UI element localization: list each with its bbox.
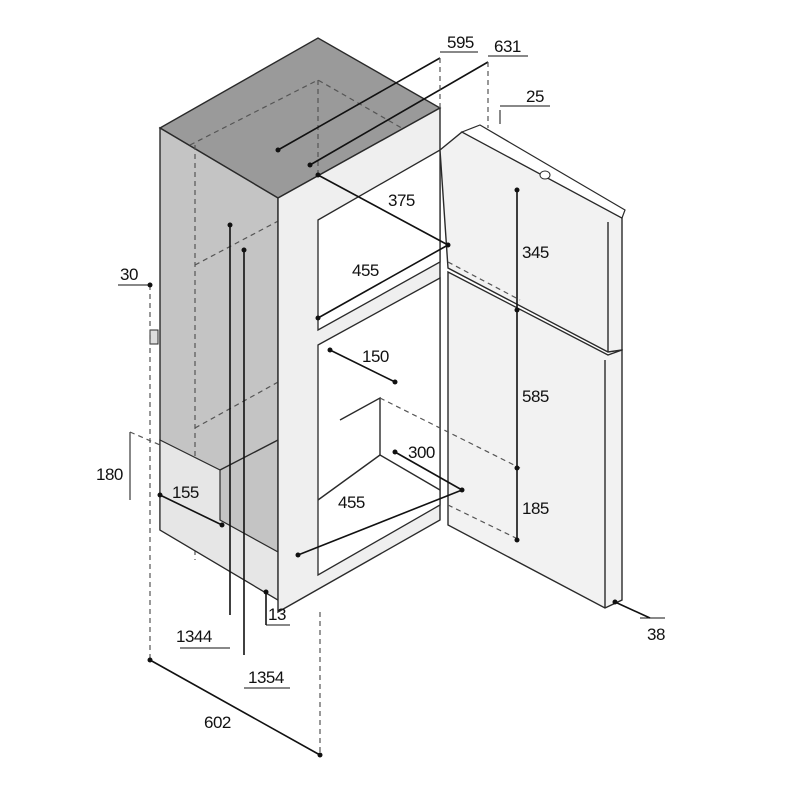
doors (439, 124, 626, 609)
dim-155-label: 155 (172, 483, 199, 502)
dim-180-label: 180 (96, 465, 123, 484)
dimension-labels: 595 631 25 30 375 455 345 150 585 180 15… (96, 33, 665, 732)
dim-13-label: 13 (268, 605, 286, 624)
dim-455-top-label: 455 (352, 261, 379, 280)
dim-30-label: 30 (120, 265, 138, 284)
dim-455-bottom-label: 455 (338, 493, 365, 512)
dim-300-label: 300 (408, 443, 435, 462)
dim-150-label: 150 (362, 347, 389, 366)
front-frame (277, 106, 441, 614)
dim-1344-label: 1344 (176, 627, 212, 646)
dim-185-label: 185 (522, 499, 549, 518)
dim-375-label: 375 (388, 191, 415, 210)
dim-595-label: 595 (447, 33, 474, 52)
dim-38-label: 38 (647, 625, 665, 644)
dimension-dots (147, 147, 618, 758)
fridge-door (447, 270, 623, 609)
dimension-lines (118, 51, 665, 756)
dim-25-label: 25 (526, 87, 544, 106)
dim-345-label: 345 (522, 243, 549, 262)
dim-631-label: 631 (494, 37, 521, 56)
fridge-opening (317, 276, 441, 577)
freezer-opening (317, 148, 441, 332)
dim-1354-label: 1354 (248, 668, 284, 687)
dim-585-label: 585 (522, 387, 549, 406)
cabinet-body (149, 37, 442, 602)
dim-602-label: 602 (204, 713, 231, 732)
